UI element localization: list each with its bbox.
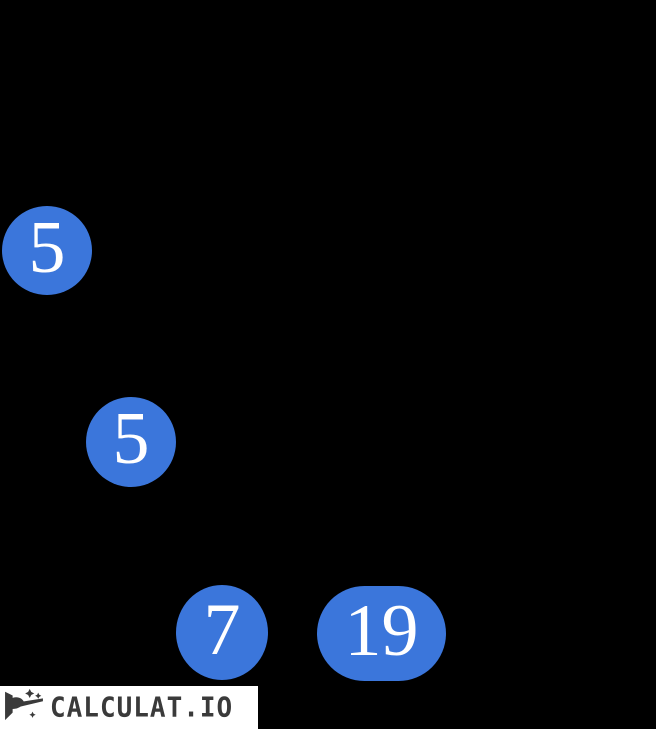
tree-node: 19 bbox=[317, 586, 446, 681]
brand-logo-text: CALCULAT.IO bbox=[50, 691, 234, 724]
tree-node: 5 bbox=[2, 206, 92, 295]
node-value: 19 bbox=[344, 589, 419, 672]
watermark: CALCULAT.IO bbox=[0, 686, 258, 729]
node-value: 5 bbox=[28, 206, 66, 289]
bird-on-broom-icon bbox=[2, 687, 46, 728]
node-value: 7 bbox=[203, 588, 241, 671]
tree-node: 7 bbox=[176, 585, 268, 680]
tree-node: 5 bbox=[86, 397, 176, 487]
node-value: 5 bbox=[112, 398, 150, 480]
